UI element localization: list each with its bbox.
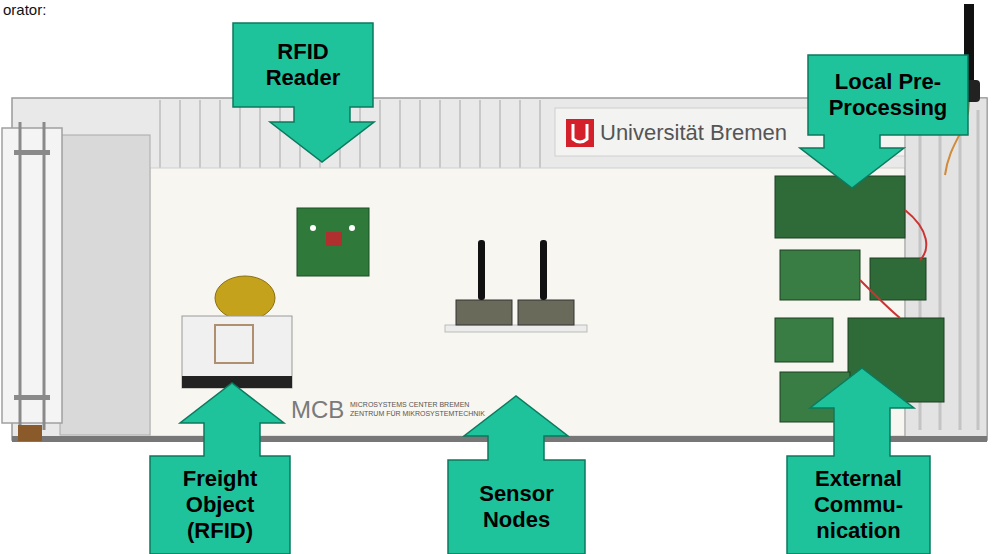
callout-shape xyxy=(448,396,585,554)
callout-arrow-box: Sensor Nodes xyxy=(446,394,587,554)
wheel xyxy=(18,425,42,441)
door-opening xyxy=(60,135,150,435)
rfid-tag xyxy=(215,325,253,363)
reader-led xyxy=(349,225,355,231)
callout-shape xyxy=(233,23,374,162)
callout-arrow-box: Local Pre- Processing xyxy=(798,53,970,190)
reader-chip xyxy=(326,232,342,246)
callout-text-group: External Commu- nication xyxy=(804,466,914,544)
callout-text-group: Sensor Nodes xyxy=(467,481,567,533)
callout-label: External Commu- nication xyxy=(804,466,914,544)
caption-fragment: orator: xyxy=(3,1,46,18)
callout-shape xyxy=(800,55,968,188)
container-door xyxy=(2,128,62,423)
institute-name: MICROSYSTEMS CENTER BREMEN xyxy=(350,401,469,408)
reader-led xyxy=(310,225,316,231)
callout-arrow-box: External Commu- nication xyxy=(785,366,932,554)
door-hinges xyxy=(14,150,50,400)
callout-text-group: Freight Object (RFID) xyxy=(165,466,275,544)
sensor-antennas xyxy=(478,240,547,300)
door-rods xyxy=(20,122,44,430)
back-wall xyxy=(150,168,905,436)
callout-arrow-box: RFID Reader xyxy=(231,21,376,164)
callout-arrow-box: Freight Object (RFID) xyxy=(148,381,292,554)
wires xyxy=(860,210,926,318)
institute-name: ZENTRUM FÜR MIKROSYSTEMTECHNIK xyxy=(350,410,485,417)
callout-label: Local Pre- Processing xyxy=(818,69,958,121)
callout-text-group: RFID Reader xyxy=(253,39,353,91)
sensor-board xyxy=(518,300,574,325)
university-name: Universität Bremen xyxy=(600,120,787,146)
sensor-shelf xyxy=(445,325,587,332)
sensor-board xyxy=(456,300,512,325)
callout-text-group: Local Pre- Processing xyxy=(818,69,958,121)
university-logo xyxy=(566,119,594,147)
callout-label: RFID Reader xyxy=(253,39,353,91)
callout-shape xyxy=(787,368,930,554)
logo-mark xyxy=(573,124,587,142)
fruit xyxy=(215,276,275,320)
rfid-reader-board xyxy=(297,208,369,276)
callout-label: Freight Object (RFID) xyxy=(165,466,275,544)
callout-label: Sensor Nodes xyxy=(467,481,567,533)
institute-logo: MCB xyxy=(291,396,344,424)
freight-crate xyxy=(182,316,292,388)
callout-shape xyxy=(150,383,290,554)
